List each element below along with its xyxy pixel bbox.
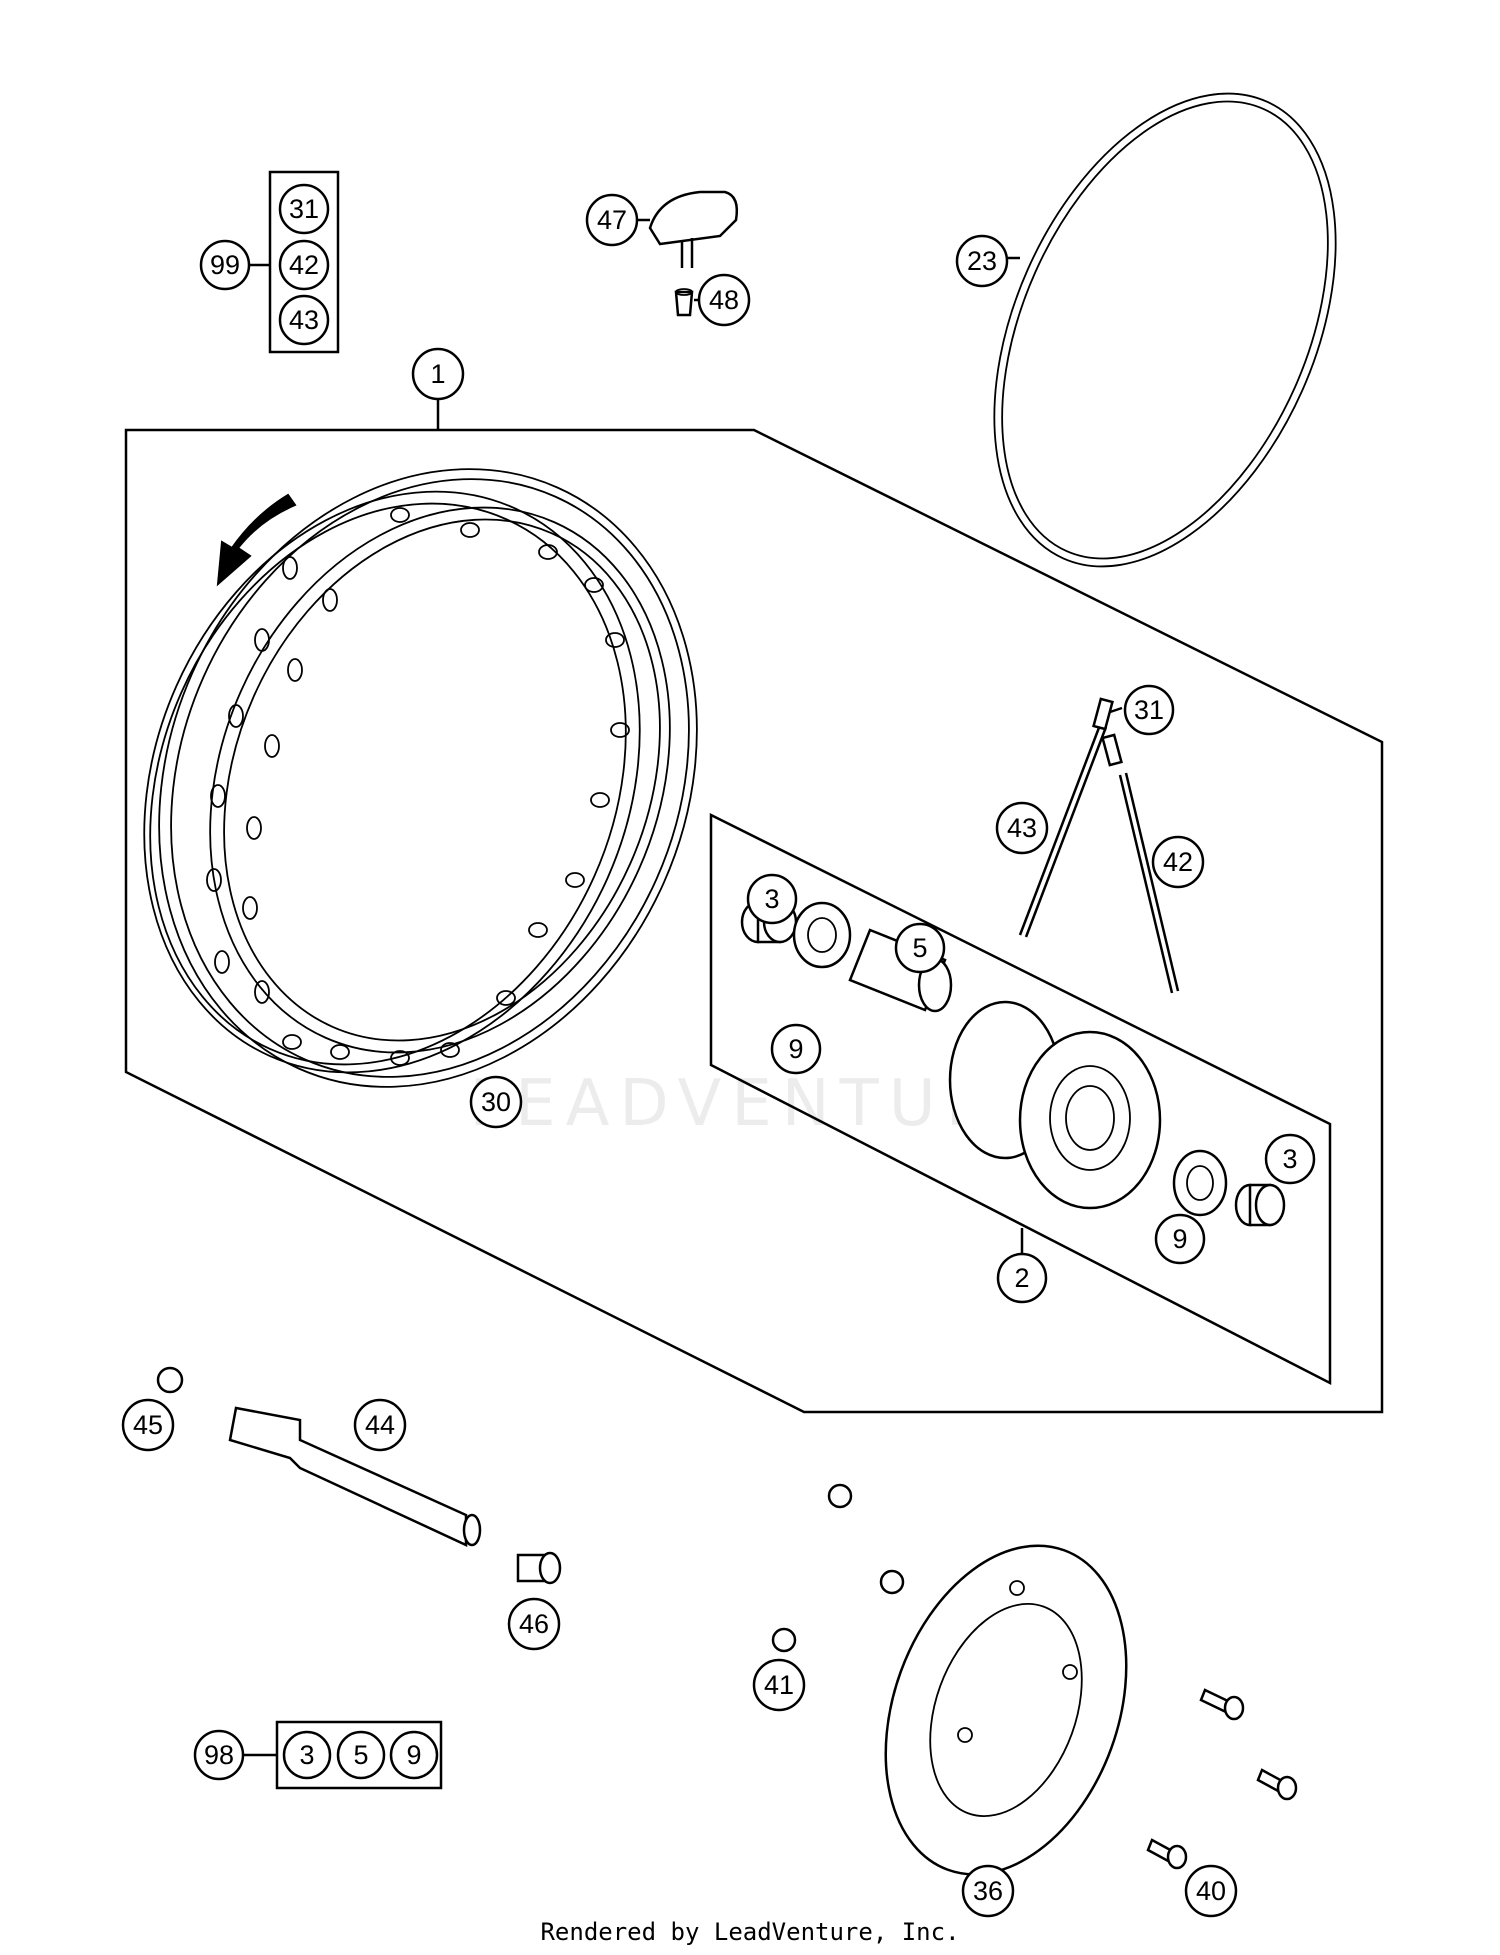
leader-lines <box>630 218 1123 714</box>
svg-text:9: 9 <box>406 1740 421 1770</box>
disc-screw-3[interactable] <box>1146 1838 1188 1870</box>
kit-99-item-43[interactable]: 43 <box>278 294 330 346</box>
svg-text:48: 48 <box>709 285 739 315</box>
svg-text:3: 3 <box>1282 1144 1297 1174</box>
svg-text:47: 47 <box>597 205 627 235</box>
svg-text:23: 23 <box>967 246 997 276</box>
svg-text:2: 2 <box>1014 1263 1029 1293</box>
collar-screw[interactable] <box>516 1551 562 1585</box>
svg-text:40: 40 <box>1196 1876 1226 1906</box>
valve-cap[interactable] <box>648 190 739 268</box>
svg-text:3: 3 <box>764 884 779 914</box>
svg-text:99: 99 <box>210 250 240 280</box>
spacer-3-right[interactable] <box>1234 1183 1286 1227</box>
callout-9-right[interactable]: 9 <box>1154 1213 1206 1265</box>
callout-47[interactable]: 47 <box>585 193 639 247</box>
svg-text:9: 9 <box>1172 1224 1187 1254</box>
callout-36[interactable]: 36 <box>961 1864 1015 1918</box>
callout-40[interactable]: 40 <box>1184 1864 1238 1918</box>
svg-text:43: 43 <box>1007 813 1037 843</box>
svg-text:31: 31 <box>1134 695 1164 725</box>
watermark-text: LEADVENTURE <box>470 1067 1051 1141</box>
callout-9-left[interactable]: 9 <box>770 1023 822 1075</box>
svg-text:41: 41 <box>764 1670 794 1700</box>
callout-99[interactable]: 99 <box>199 239 251 291</box>
rim-tape[interactable] <box>926 41 1403 620</box>
callout-31[interactable]: 31 <box>1123 684 1175 736</box>
svg-text:36: 36 <box>973 1876 1003 1906</box>
svg-text:46: 46 <box>519 1609 549 1639</box>
svg-text:43: 43 <box>289 305 319 335</box>
disc-nut-3[interactable] <box>771 1627 797 1653</box>
hub-body[interactable] <box>948 1000 1162 1210</box>
disc-screw-2[interactable] <box>1256 1768 1298 1801</box>
callout-3-left[interactable]: 3 <box>746 873 798 925</box>
svg-text:44: 44 <box>365 1410 395 1440</box>
bearing-9-right[interactable] <box>1172 1149 1228 1217</box>
svg-text:45: 45 <box>133 1410 163 1440</box>
rim[interactable] <box>54 383 793 1174</box>
disc-nut-2[interactable] <box>879 1569 905 1595</box>
svg-text:9: 9 <box>788 1034 803 1064</box>
callout-1[interactable]: 1 <box>411 347 465 401</box>
svg-text:1: 1 <box>430 359 445 389</box>
hub-assembly-outline <box>709 812 1332 1386</box>
svg-text:5: 5 <box>353 1740 368 1770</box>
svg-text:3: 3 <box>299 1740 314 1770</box>
svg-text:30: 30 <box>481 1087 511 1117</box>
kit-98-item-3[interactable]: 3 <box>282 1730 332 1780</box>
callout-3-right[interactable]: 3 <box>1264 1133 1316 1185</box>
svg-text:42: 42 <box>1163 847 1193 877</box>
callout-23[interactable]: 23 <box>955 234 1009 288</box>
callout-43[interactable]: 43 <box>995 801 1049 855</box>
callout-45[interactable]: 45 <box>121 1398 175 1452</box>
disc-screw-1[interactable] <box>1199 1688 1245 1721</box>
callout-44[interactable]: 44 <box>353 1398 407 1452</box>
wheel-axle[interactable] <box>228 1406 482 1547</box>
callout-48[interactable]: 48 <box>697 273 751 327</box>
svg-text:31: 31 <box>289 194 319 224</box>
callout-30[interactable]: 30 <box>469 1075 523 1129</box>
rim-spoke-holes <box>206 507 630 1066</box>
svg-text:42: 42 <box>289 250 319 280</box>
callout-2[interactable]: 2 <box>996 1252 1048 1304</box>
wheel-assembly-outline <box>124 428 1384 1414</box>
kit-98-item-5[interactable]: 5 <box>336 1730 386 1780</box>
callout-5[interactable]: 5 <box>894 922 946 974</box>
kit-99-item-42[interactable]: 42 <box>278 239 330 291</box>
callout-98[interactable]: 98 <box>193 1729 245 1781</box>
spoke-42[interactable] <box>1101 733 1180 994</box>
valve-nut[interactable] <box>674 288 694 317</box>
kit-99-item-31[interactable]: 31 <box>278 183 330 235</box>
brake-disc[interactable] <box>843 1512 1170 1908</box>
disc-nut-1[interactable] <box>827 1483 853 1509</box>
svg-text:98: 98 <box>204 1740 234 1770</box>
rotation-arrow-icon <box>216 493 297 587</box>
callout-46[interactable]: 46 <box>507 1597 561 1651</box>
kit-99-group: 99 31 42 43 <box>199 170 340 354</box>
kit-98-group: 98 3 5 9 <box>193 1720 443 1790</box>
kit-98-item-9[interactable]: 9 <box>389 1730 439 1780</box>
svg-text:5: 5 <box>912 933 927 963</box>
callout-41[interactable]: 41 <box>752 1658 806 1712</box>
spoke-43[interactable] <box>1018 697 1114 938</box>
footer-credit: Rendered by LeadVenture, Inc. <box>540 1918 959 1946</box>
axle-nut[interactable] <box>156 1366 184 1394</box>
callout-42[interactable]: 42 <box>1151 835 1205 889</box>
bearing-9-left[interactable] <box>792 901 852 969</box>
